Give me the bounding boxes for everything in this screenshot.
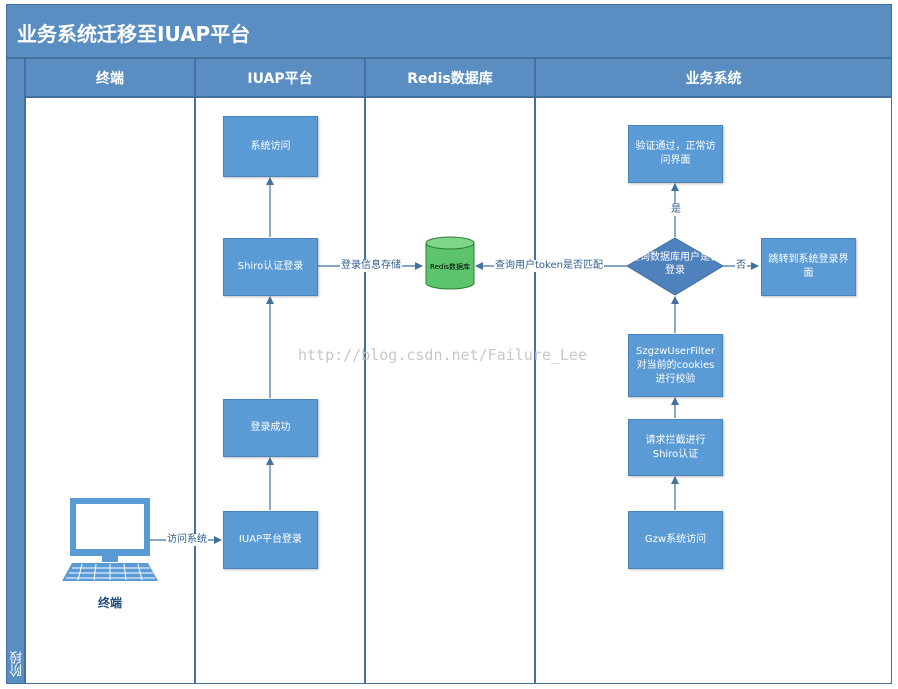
edge-label-yes: 是 <box>670 204 682 216</box>
edge-label-no: 否 <box>735 260 747 272</box>
lane-redis <box>365 97 535 684</box>
query-decision-diamond <box>626 237 724 296</box>
shiro-auth-login-box: Shiro认证登录 <box>223 238 318 296</box>
intercept-box: 请求拦截进行Shiro认证 <box>628 419 723 476</box>
computer-terminal-icon <box>62 498 158 581</box>
filter-check-box: SzgzwUserFilter对当前的cookies进行校验 <box>628 334 723 397</box>
lane-header-iuap: IUAP平台 <box>195 58 365 97</box>
system-access-box: 系统访问 <box>223 116 318 177</box>
edge-label-query-token: 查询用户token是否匹配 <box>494 260 604 272</box>
phase-column: 阶段 <box>6 58 25 684</box>
lane-header-business: 业务系统 <box>535 58 892 97</box>
edge-label-store-login: 登录信息存储 <box>340 260 402 272</box>
redis-db-label: Redis数据库 <box>430 263 470 271</box>
title-bar: 业务系统迁移至IUAP平台 <box>6 4 892 58</box>
lane-terminal <box>25 97 195 684</box>
lane-header-redis: Redis数据库 <box>365 58 535 97</box>
lane-iuap <box>195 97 365 684</box>
edge-label-access-system: 访问系统 <box>166 534 208 546</box>
redirect-login-box: 跳转到系统登录界面 <box>761 238 856 296</box>
iuap-login-box: IUAP平台登录 <box>223 511 318 569</box>
verify-pass-box: 验证通过，正常访问界面 <box>628 125 723 183</box>
lane-header-terminal: 终端 <box>25 58 195 97</box>
terminal-device-label: 终端 <box>97 596 122 610</box>
query-decision-label: 查询数据库用户是否登录 <box>630 252 720 276</box>
watermark-text: http://blog.csdn.net/Failure_Lee <box>298 346 587 364</box>
diagram-title: 业务系统迁移至IUAP平台 <box>17 22 251 46</box>
redis-database-cylinder <box>425 236 475 290</box>
gzw-access-box: Gzw系统访问 <box>628 511 723 569</box>
login-success-box: 登录成功 <box>223 399 318 457</box>
